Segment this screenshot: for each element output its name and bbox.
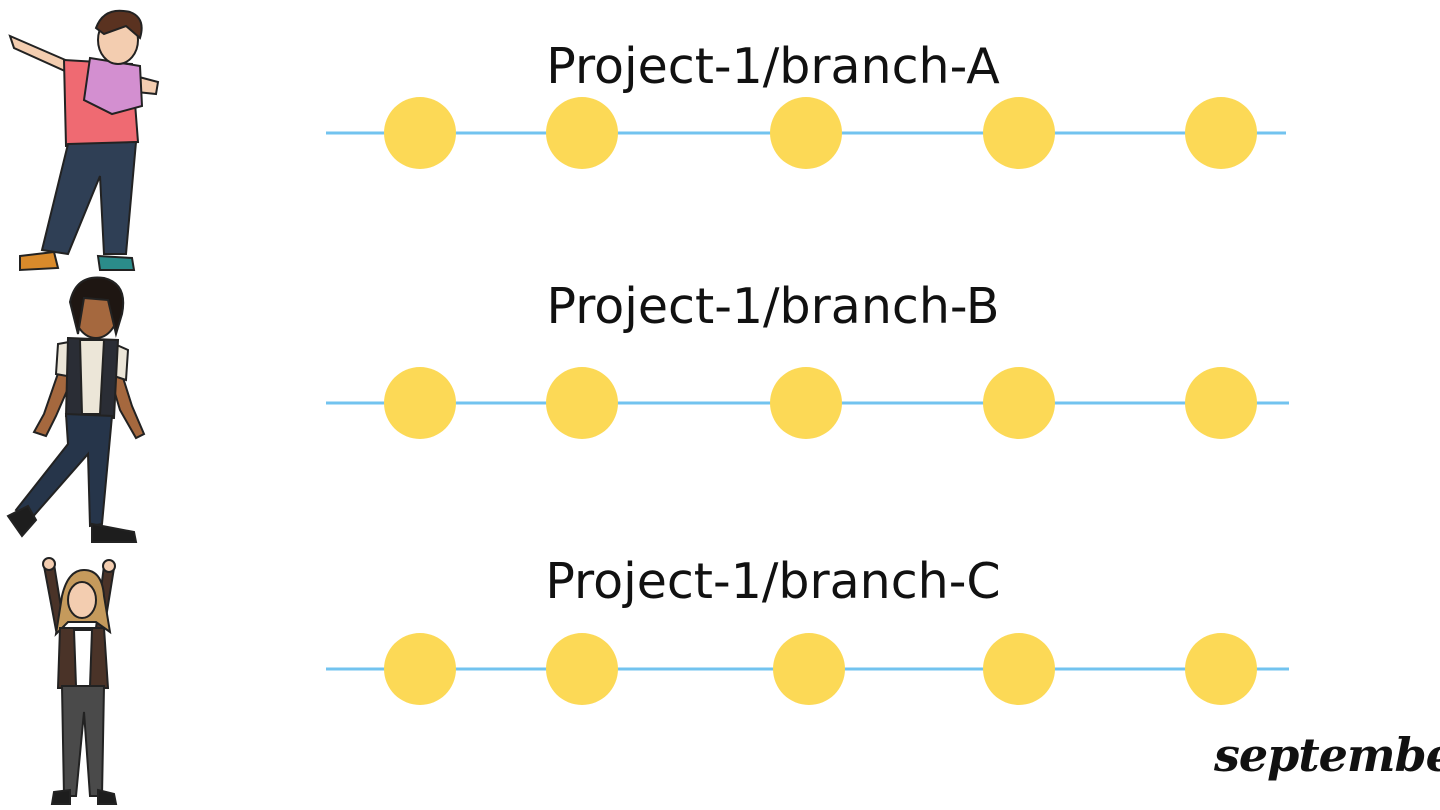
branch-c-commit-1 — [384, 633, 456, 705]
cheering-person-icon — [42, 557, 118, 805]
branch-a-title: Project-1/branch-A — [546, 38, 1000, 95]
branch-b-commit-2 — [546, 367, 618, 439]
branch-b-commit-1 — [384, 367, 456, 439]
branch-b-commit-3 — [770, 367, 842, 439]
branch-c-title: Project-1/branch-C — [545, 553, 1001, 610]
branch-c-commit-5 — [1185, 633, 1257, 705]
branch-a-commit-2 — [546, 97, 618, 169]
branch-a-commit-3 — [770, 97, 842, 169]
september-logo: september — [1214, 728, 1440, 782]
walking-person-icon — [6, 276, 146, 543]
branch-c-commit-2 — [546, 633, 618, 705]
branch-c-commit-4 — [983, 633, 1055, 705]
branch-a-commit-5 — [1185, 97, 1257, 169]
branch-b-title: Project-1/branch-B — [546, 278, 1000, 335]
branch-c-commit-3 — [773, 633, 845, 705]
branch-b-commit-4 — [983, 367, 1055, 439]
branch-b-commit-5 — [1185, 367, 1257, 439]
branch-a-commit-4 — [983, 97, 1055, 169]
dabbing-person-icon — [8, 9, 160, 272]
branch-a-commit-1 — [384, 97, 456, 169]
